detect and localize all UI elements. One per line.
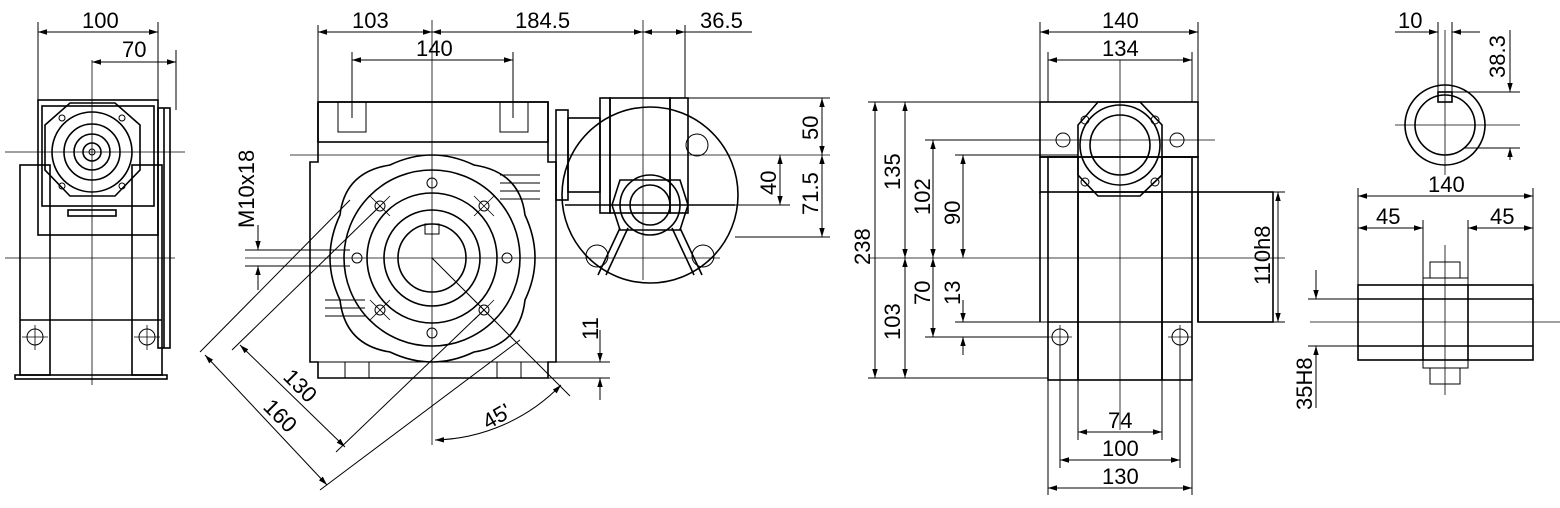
dim-135: 135 (880, 153, 905, 190)
dim-140-shaft: 140 (1428, 172, 1465, 197)
dim-130-diag: 130 (278, 364, 322, 408)
dim-45-right: 45 (1490, 204, 1514, 229)
front-view-motor: 103 184.5 36.5 140 50 40 71.5 M10x18 11 (199, 8, 830, 491)
dim-134: 134 (1102, 36, 1139, 61)
dim-38-3: 38.3 (1485, 35, 1510, 78)
dim-100-side: 100 (82, 8, 119, 33)
dim-45-left: 45 (1376, 204, 1400, 229)
dim-103-top: 103 (352, 8, 389, 33)
dim-45-deg: 45' (478, 398, 515, 434)
dim-11: 11 (578, 317, 603, 340)
dim-102: 102 (910, 178, 935, 215)
hollow-shaft-detail: 10 38.3 140 45 45 3 (1292, 8, 1560, 410)
dim-130-bottom: 130 (1102, 464, 1139, 489)
dim-71-5: 71.5 (798, 172, 823, 215)
dim-70-side: 70 (122, 37, 146, 62)
dim-238: 238 (850, 228, 875, 265)
front-view-dimensional: 140 134 238 135 103 102 70 90 13 110h8 (850, 8, 1285, 495)
dim-50: 50 (798, 116, 823, 140)
dim-110h8: 110h8 (1250, 225, 1275, 285)
dim-184-5: 184.5 (515, 8, 570, 33)
side-view: 100 70 (5, 8, 185, 385)
dim-160-diag: 160 (258, 394, 302, 438)
dim-103-lower: 103 (880, 303, 905, 340)
dim-70-lower: 70 (910, 281, 935, 305)
dim-90: 90 (940, 201, 965, 225)
dim-40: 40 (756, 171, 781, 195)
dim-100-bottom: 100 (1102, 436, 1139, 461)
dim-13: 13 (940, 281, 965, 305)
dim-140-front: 140 (1102, 8, 1139, 33)
dim-74: 74 (1108, 408, 1132, 433)
dim-10: 10 (1398, 8, 1422, 33)
dim-36-5: 36.5 (700, 8, 743, 33)
dim-m10x18: M10x18 (234, 150, 259, 228)
dim-35h8: 35H8 (1292, 357, 1317, 410)
dim-140-top: 140 (416, 36, 453, 61)
